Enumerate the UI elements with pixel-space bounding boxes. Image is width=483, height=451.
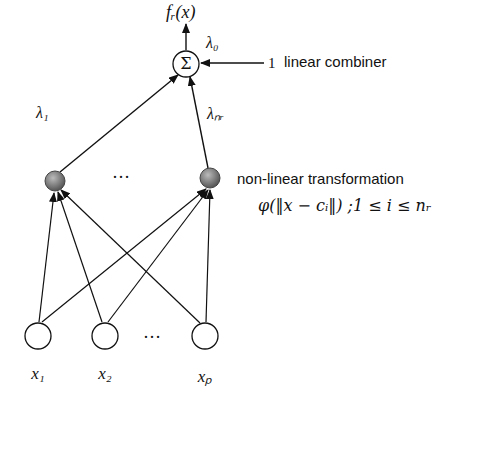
node-text-holder: Σ — [171, 50, 201, 73]
formula: φ(‖x − cᵢ‖) ;1 ≤ i ≤ nᵣ — [258, 196, 431, 215]
hidden-neuron — [45, 171, 65, 191]
ellipsis: … — [143, 322, 161, 343]
node-outline — [25, 323, 51, 349]
layer-label: linear combiner — [284, 53, 387, 70]
ellipsis: … — [112, 162, 130, 183]
input-node: x₁ — [16, 322, 60, 384]
bias-input: 1 — [268, 55, 276, 72]
weight-label: λ₁ — [36, 104, 49, 122]
bias-arrow — [201, 62, 264, 63]
node-circle — [183, 322, 227, 350]
layer-label: non-linear transformation — [237, 170, 404, 187]
node-outline — [92, 323, 118, 349]
hidden-neuron — [200, 168, 220, 188]
node-text-holder: xₚ — [183, 322, 227, 387]
weight-label: λₙᵣ — [207, 102, 224, 124]
node-circle — [16, 322, 60, 350]
node-label: x₁ — [16, 364, 60, 384]
node-label: Σ — [171, 54, 201, 73]
node-outline — [192, 323, 218, 349]
node-text-holder: x₁ — [16, 322, 60, 384]
weight-line — [60, 75, 178, 172]
output-label: fᵣ(x) — [166, 2, 195, 23]
node-label: xₚ — [183, 364, 227, 387]
input-lines — [39, 189, 210, 323]
input-node: x₂ — [83, 322, 127, 384]
sum-node: Σ — [171, 50, 201, 73]
output-arrow — [185, 24, 186, 50]
input-node: xₚ — [183, 322, 227, 387]
weight-line — [190, 77, 208, 168]
node-text-holder: x₂ — [83, 322, 127, 384]
node-circle — [83, 322, 127, 350]
node-label: x₂ — [83, 364, 127, 384]
weight-label: λ₀ — [206, 34, 219, 52]
